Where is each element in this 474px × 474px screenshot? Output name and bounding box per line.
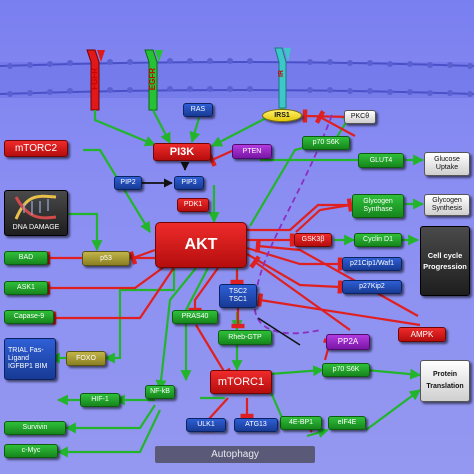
ir-receptor xyxy=(274,47,291,109)
inhibit-akt-gsk xyxy=(247,203,350,232)
node-cell-cycle[interactable]: Cell cycle Progression xyxy=(420,226,470,296)
inhibit-ampk-akt xyxy=(255,239,419,317)
node-pip3[interactable]: PIP3 xyxy=(174,176,204,190)
inhibit-akt-ask1 xyxy=(45,263,169,295)
node-trial[interactable]: TRIAL Fas-Ligand IGFBP1 BIM xyxy=(4,338,56,380)
node-pdk1[interactable]: PDK1 xyxy=(177,198,209,212)
inhibit-4ebp1-eif4e xyxy=(309,429,313,433)
inhibit-akt-p53 xyxy=(128,248,156,265)
egfr-label: EGFR xyxy=(148,68,157,91)
node-hif1[interactable]: HIF-1 xyxy=(80,393,120,407)
egfr-receptor xyxy=(144,49,163,111)
dna-helix-icon xyxy=(14,194,57,220)
arrow-irs1-pi3k xyxy=(211,115,271,147)
node-glycogen-synthase[interactable]: Glycogen Synthase xyxy=(352,194,404,218)
node-glycogen-synthesis[interactable]: Glycogen Synthesis xyxy=(424,194,470,216)
node-capase9[interactable]: Capase-9 xyxy=(4,310,54,324)
node-akt[interactable]: AKT xyxy=(155,222,247,268)
arrow-eif4e-translation xyxy=(365,389,421,431)
arrow-nfkb-survivin xyxy=(64,404,156,434)
node-tsc[interactable]: TSC2 TSC1 xyxy=(219,284,257,308)
node-rheb-gtp[interactable]: Rheb-GTP xyxy=(218,330,272,345)
inhibit-pras40-mtorc1 xyxy=(195,324,232,379)
node-glucose-uptake[interactable]: Glucose Uptake xyxy=(424,152,470,176)
arrow-egfr-pi3k xyxy=(152,109,171,144)
node-pras40[interactable]: PRAS40 xyxy=(172,310,218,324)
node-p27[interactable]: p27Kip2 xyxy=(342,280,402,294)
node-pip2[interactable]: PIP2 xyxy=(114,176,142,190)
arrow-dna-p53 xyxy=(68,212,103,252)
node-nfkb[interactable]: NF-kB xyxy=(145,385,175,399)
arrow-mtorc2-akt xyxy=(83,148,151,233)
node-mtorc2[interactable]: mTORC2 xyxy=(4,140,68,157)
node-eif4e[interactable]: eIF4E xyxy=(328,416,366,430)
arrow-mtorc1-p70s6k xyxy=(269,365,325,377)
arrow-akt-p70s6k-top xyxy=(249,112,353,227)
node-glut4[interactable]: GLUT4 xyxy=(358,153,404,168)
arrow-fgfr-pi3k xyxy=(93,110,157,147)
node-ampk[interactable]: AMPK xyxy=(398,327,446,342)
node-cmyc[interactable]: c-Myc xyxy=(4,444,58,458)
arrow-p70s6k-translation xyxy=(365,368,422,380)
node-p70s6k-bottom[interactable]: p70 S6K xyxy=(322,363,370,377)
arrow-nfkb-cmyc xyxy=(56,409,161,458)
inhibit-pp2a-akt xyxy=(249,255,351,331)
node-survivin[interactable]: Survivin xyxy=(4,421,66,435)
inhibit-akt-capase9 xyxy=(51,265,176,325)
inhibit-pten xyxy=(207,148,235,167)
arrow-ras-pi3k xyxy=(189,117,201,144)
node-bad[interactable]: BAD xyxy=(4,251,48,265)
arrow-akt-nfkb xyxy=(155,267,197,392)
dna-damage-label: DNA DAMAGE xyxy=(12,224,60,231)
node-irs1[interactable]: IRS1 xyxy=(262,109,302,122)
ir-label: IR xyxy=(278,70,285,77)
inhibit-p70-irs1 xyxy=(314,110,356,137)
node-cyclin-d1[interactable]: Cyclin D1 xyxy=(354,233,402,247)
node-4ebp1[interactable]: 4E-BP1 xyxy=(280,416,322,430)
inhibit-gsk-gs xyxy=(295,198,354,233)
node-atg13[interactable]: ATG13 xyxy=(234,418,278,432)
arrow-4ebp1-eif4e xyxy=(306,427,330,439)
cell-membrane xyxy=(0,58,474,98)
node-p21[interactable]: p21Cip1/Waf1 xyxy=(342,257,402,271)
node-foxo[interactable]: FOXO xyxy=(66,351,106,366)
autophagy-label: Autophagy xyxy=(155,446,315,463)
node-p70s6k-top[interactable]: p70 S6K xyxy=(302,136,350,150)
node-p53[interactable]: p53 xyxy=(82,251,130,266)
fgfr-receptor xyxy=(86,49,105,111)
node-protein-translation[interactable]: Protein Translation xyxy=(420,360,470,402)
node-pp2a[interactable]: PP2A xyxy=(326,334,370,350)
inhibit-ampk-tsc xyxy=(256,293,421,327)
node-ulk1[interactable]: ULK1 xyxy=(186,418,226,432)
node-pi3k[interactable]: PI3K xyxy=(153,143,211,161)
inhibit-akt-pras40 xyxy=(188,267,219,313)
node-pten[interactable]: PTEN xyxy=(232,144,272,159)
pp2a-link xyxy=(257,317,301,346)
arrow-akt-foxo xyxy=(103,260,182,364)
node-ras[interactable]: RAS xyxy=(183,103,213,117)
node-mtorc1[interactable]: mTORC1 xyxy=(210,370,272,394)
fgfr-label: FGFR xyxy=(90,68,99,90)
node-pkc[interactable]: PKCθ xyxy=(344,110,376,124)
node-ask1[interactable]: ASK1 xyxy=(4,281,48,295)
node-gsk3b[interactable]: GSK3β xyxy=(294,233,332,247)
